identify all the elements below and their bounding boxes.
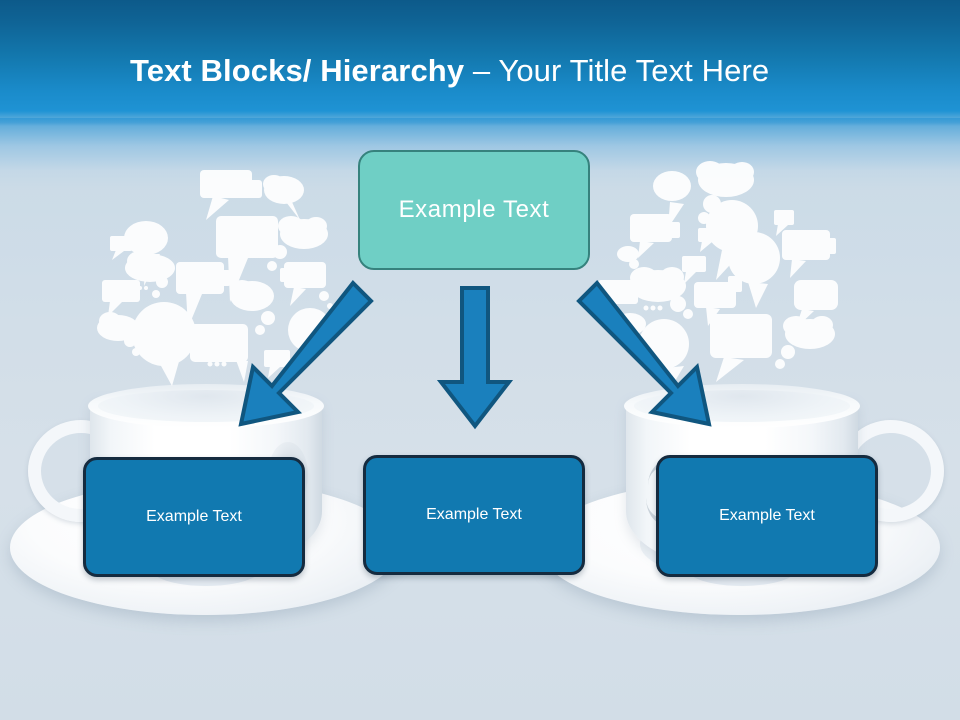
hierarchy-box-bottom-1-label: Example Text [146,508,242,525]
speech-bubble-cluster-left [88,158,348,388]
speech-bubble-cluster-right [598,158,866,388]
hierarchy-box-bottom-3[interactable]: Example Text [656,455,878,577]
title-normal-part: Your Title Text Here [498,53,770,88]
hierarchy-box-bottom-3-label: Example Text [719,507,815,524]
page-title: Text Blocks/ Hierarchy – Your Title Text… [130,50,890,96]
hierarchy-box-bottom-1[interactable]: Example Text [83,457,305,577]
hierarchy-box-bottom-2[interactable]: Example Text [363,455,585,575]
cup-rim-hole-left [98,390,314,422]
hierarchy-box-top-label: Example Text [398,196,550,223]
hierarchy-box-top[interactable]: Example Text [358,150,590,270]
title-bold-part: Text Blocks/ Hierarchy [130,53,473,88]
hierarchy-box-bottom-2-label: Example Text [426,506,522,523]
header-band [0,0,960,126]
title-separator: – [472,53,499,88]
cup-rim-hole-right [634,390,850,422]
